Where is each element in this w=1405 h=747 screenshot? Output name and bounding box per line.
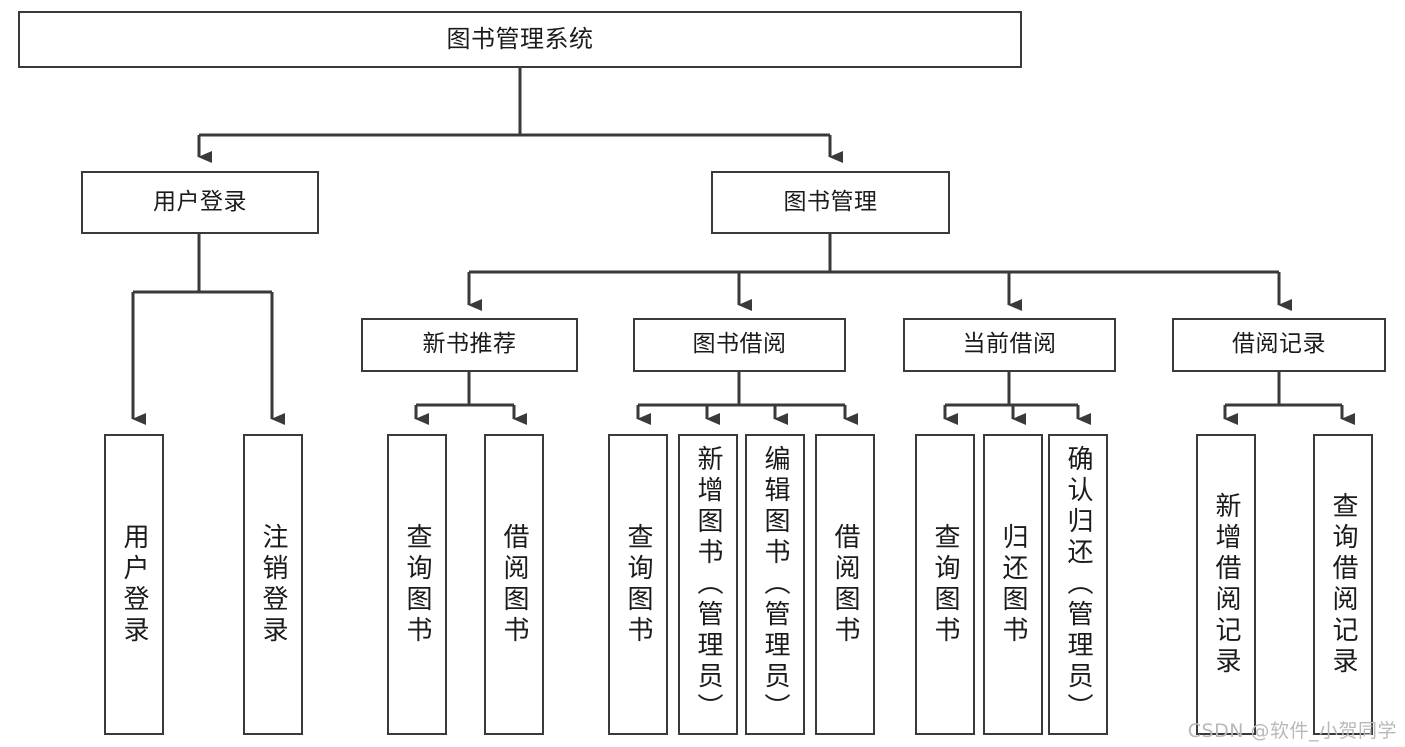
leaf-borrow-query-book-label: 查询图书 xyxy=(623,522,653,647)
leaf-borrow-add-book-admin-label: 新增图书（管理员） xyxy=(693,445,723,724)
leaf-newbook-query-book[interactable]: 查询图书 xyxy=(387,434,447,735)
leaf-borrow-edit-book-admin[interactable]: 编辑图书（管理员） xyxy=(745,434,805,735)
node-root-system-label: 图书管理系统 xyxy=(446,25,594,54)
leaf-user-login-signin[interactable]: 用户登录 xyxy=(104,434,164,735)
node-book-borrow-label: 图书借阅 xyxy=(692,331,787,358)
leaf-newbook-query-book-label: 查询图书 xyxy=(402,522,432,647)
csdn-watermark: CSDN @软件_小贺同学 xyxy=(1187,720,1397,742)
node-current-borrow-label: 当前借阅 xyxy=(962,331,1057,358)
node-borrow-record[interactable]: 借阅记录 xyxy=(1172,318,1386,372)
node-user-login[interactable]: 用户登录 xyxy=(81,171,319,234)
node-user-login-label: 用户登录 xyxy=(153,188,247,215)
node-book-management-label: 图书管理 xyxy=(783,188,878,215)
leaf-user-login-signin-label: 用户登录 xyxy=(119,522,149,647)
leaf-current-query-book[interactable]: 查询图书 xyxy=(915,434,975,735)
leaf-borrow-edit-book-admin-label: 编辑图书（管理员） xyxy=(760,445,790,724)
leaf-borrow-add-book-admin[interactable]: 新增图书（管理员） xyxy=(678,434,738,735)
node-borrow-record-label: 借阅记录 xyxy=(1232,331,1326,358)
leaf-borrow-query-book[interactable]: 查询图书 xyxy=(608,434,668,735)
node-new-book-recommend[interactable]: 新书推荐 xyxy=(361,318,578,372)
leaf-current-return-book-label: 归还图书 xyxy=(998,522,1028,647)
node-current-borrow[interactable]: 当前借阅 xyxy=(903,318,1116,372)
leaf-record-add-record[interactable]: 新增借阅记录 xyxy=(1196,434,1256,735)
leaf-user-login-signout[interactable]: 注销登录 xyxy=(243,434,303,735)
node-book-management[interactable]: 图书管理 xyxy=(711,171,950,234)
leaf-user-login-signout-label: 注销登录 xyxy=(258,522,288,647)
leaf-borrow-borrow-book[interactable]: 借阅图书 xyxy=(815,434,875,735)
leaf-current-confirm-return-admin[interactable]: 确认归还（管理员） xyxy=(1048,434,1108,735)
leaf-record-query-record-label: 查询借阅记录 xyxy=(1328,491,1358,678)
leaf-newbook-borrow-book-label: 借阅图书 xyxy=(499,522,529,647)
leaf-current-confirm-return-admin-label: 确认归还（管理员） xyxy=(1063,445,1093,724)
leaf-record-add-record-label: 新增借阅记录 xyxy=(1211,491,1241,678)
node-new-book-recommend-label: 新书推荐 xyxy=(422,331,517,358)
leaf-current-return-book[interactable]: 归还图书 xyxy=(983,434,1043,735)
node-root-system[interactable]: 图书管理系统 xyxy=(18,11,1022,68)
node-book-borrow[interactable]: 图书借阅 xyxy=(633,318,846,372)
leaf-record-query-record[interactable]: 查询借阅记录 xyxy=(1313,434,1373,735)
leaf-current-query-book-label: 查询图书 xyxy=(930,522,960,647)
leaf-borrow-borrow-book-label: 借阅图书 xyxy=(830,522,860,647)
leaf-newbook-borrow-book[interactable]: 借阅图书 xyxy=(484,434,544,735)
